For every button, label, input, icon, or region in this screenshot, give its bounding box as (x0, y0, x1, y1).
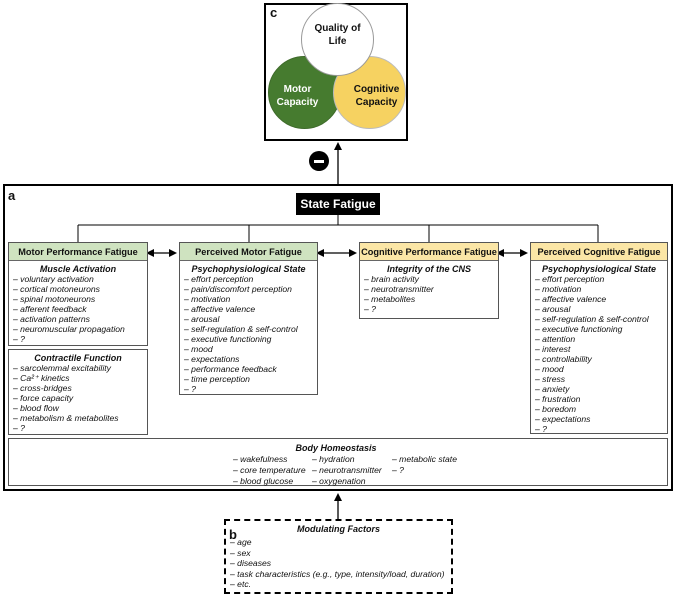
list-item: ? (364, 304, 498, 314)
cognitive-performance-fatigue-title: Cognitive Performance Fatigue (360, 243, 498, 261)
panel-a (3, 184, 673, 491)
panel-b-letter: b (229, 527, 237, 542)
list-item: ? (13, 334, 147, 344)
body-homeostasis-title: Body Homeostasis (295, 443, 377, 453)
cognitive-performance-fatigue-box: Cognitive Performance Fatigue Integrity … (359, 242, 499, 319)
list-item: self-regulation & self-control (184, 324, 317, 334)
list-item: sex (230, 548, 444, 559)
list-item: stress (535, 374, 667, 384)
minus-icon (309, 151, 329, 171)
panel-a-letter: a (8, 188, 16, 203)
perceived-motor-fatigue-subtitle: Psychophysiological State (191, 264, 306, 274)
list-item: neurotransmitter (312, 465, 382, 476)
list-item: hydration (312, 454, 382, 465)
list-item: attention (535, 334, 667, 344)
list-item: cortical motoneurons (13, 284, 147, 294)
list-item: ? (392, 465, 457, 476)
contractile-function-list: sarcolemmal excitability Ca²⁺ kinetics c… (9, 363, 147, 433)
perceived-motor-fatigue-title: Perceived Motor Fatigue (180, 243, 317, 261)
list-item: boredom (535, 404, 667, 414)
list-item: cross-bridges (13, 383, 147, 393)
modulating-factors-title: Modulating Factors (297, 524, 380, 534)
quality-of-life-circle: Quality of Life (301, 3, 374, 76)
list-item: effort perception (184, 274, 317, 284)
list-item: affective valence (535, 294, 667, 304)
list-item: arousal (184, 314, 317, 324)
list-item: interest (535, 344, 667, 354)
list-item: time perception (184, 374, 317, 384)
list-item: Ca²⁺ kinetics (13, 373, 147, 383)
perceived-cognitive-fatigue-box: Perceived Cognitive Fatigue Psychophysio… (530, 242, 668, 434)
contractile-function-title: Contractile Function (34, 353, 122, 363)
list-item: core temperature (233, 465, 305, 476)
cognitive-performance-fatigue-list: brain activity neurotransmitter metaboli… (360, 274, 498, 314)
list-item: expectations (535, 414, 667, 424)
list-item: expectations (184, 354, 317, 364)
list-item: executive functioning (184, 334, 317, 344)
list-item: motivation (184, 294, 317, 304)
list-item: afferent feedback (13, 304, 147, 314)
panel-c-letter: c (270, 5, 278, 20)
cognitive-capacity-label: Cognitive Capacity (353, 83, 400, 108)
perceived-cognitive-fatigue-title: Perceived Cognitive Fatigue (531, 243, 667, 261)
list-item: mood (184, 344, 317, 354)
list-item: age (230, 537, 444, 548)
list-item: blood flow (13, 403, 147, 413)
motor-performance-fatigue-title: Motor Performance Fatigue (9, 243, 147, 261)
body-homeostasis-col-2: hydration neurotransmitter oxygenation (312, 454, 382, 487)
list-item: wakefulness (233, 454, 306, 465)
perceived-motor-fatigue-list: effort perception pain/discomfort percep… (180, 274, 317, 394)
motor-capacity-label: Motor Capacity (276, 83, 319, 108)
list-item: force capacity (13, 393, 147, 403)
list-item: metabolic state (392, 454, 457, 465)
perceived-motor-fatigue-box: Perceived Motor Fatigue Psychophysiologi… (179, 242, 318, 395)
list-item: voluntary activation (13, 274, 147, 284)
muscle-activation-title: Muscle Activation (39, 264, 117, 274)
list-item: controllability (535, 354, 667, 364)
contractile-function-box: Contractile Function sarcolemmal excitab… (8, 349, 148, 435)
list-item: diseases (230, 558, 444, 569)
state-fatigue-box: State Fatigue (296, 193, 380, 215)
list-item: affective valence (184, 304, 317, 314)
list-item: ? (535, 424, 667, 434)
list-item: motivation (535, 284, 667, 294)
modulating-factors-list: age sex diseases task characteristics (e… (230, 537, 444, 590)
perceived-cognitive-fatigue-list: effort perception motivation affective v… (531, 274, 667, 434)
list-item: oxygenation (312, 476, 382, 487)
list-item: etc. (230, 579, 444, 590)
motor-performance-fatigue-box: Motor Performance Fatigue Muscle Activat… (8, 242, 148, 346)
list-item: self-regulation & self-control (535, 314, 667, 324)
list-item: spinal motoneurons (13, 294, 147, 304)
quality-of-life-label: Quality of Life (314, 22, 361, 47)
list-item: anxiety (535, 384, 667, 394)
list-item: neuromuscular propagation (13, 324, 147, 334)
list-item: arousal (535, 304, 667, 314)
cognitive-performance-fatigue-subtitle: Integrity of the CNS (386, 264, 471, 274)
list-item: sarcolemmal excitability (13, 363, 147, 373)
list-item: ? (13, 423, 147, 433)
list-item: blood glucose (233, 476, 306, 487)
list-item: effort perception (535, 274, 667, 284)
list-item: executive functioning (535, 324, 667, 334)
list-item: brain activity (364, 274, 498, 284)
list-item: performance feedback (184, 364, 317, 374)
body-homeostasis-col-3: metabolic state ? (392, 454, 457, 476)
list-item: mood (535, 364, 667, 374)
list-item: metabolites (364, 294, 498, 304)
list-item: metabolism & metabolites (13, 413, 147, 423)
list-item: task characteristics (e.g., type, intens… (230, 569, 444, 580)
list-item: ? (184, 384, 317, 394)
list-item: frustration (535, 394, 667, 404)
list-item: neurotransmitter (364, 284, 498, 294)
body-homeostasis-col-1: wakefulness core temperature blood gluco… (233, 454, 306, 487)
perceived-cognitive-fatigue-subtitle: Psychophysiological State (541, 264, 657, 274)
list-item: pain/discomfort perception (184, 284, 317, 294)
muscle-activation-list: voluntary activation cortical motoneuron… (9, 274, 147, 344)
panel-b (224, 519, 453, 594)
list-item: activation patterns (13, 314, 147, 324)
